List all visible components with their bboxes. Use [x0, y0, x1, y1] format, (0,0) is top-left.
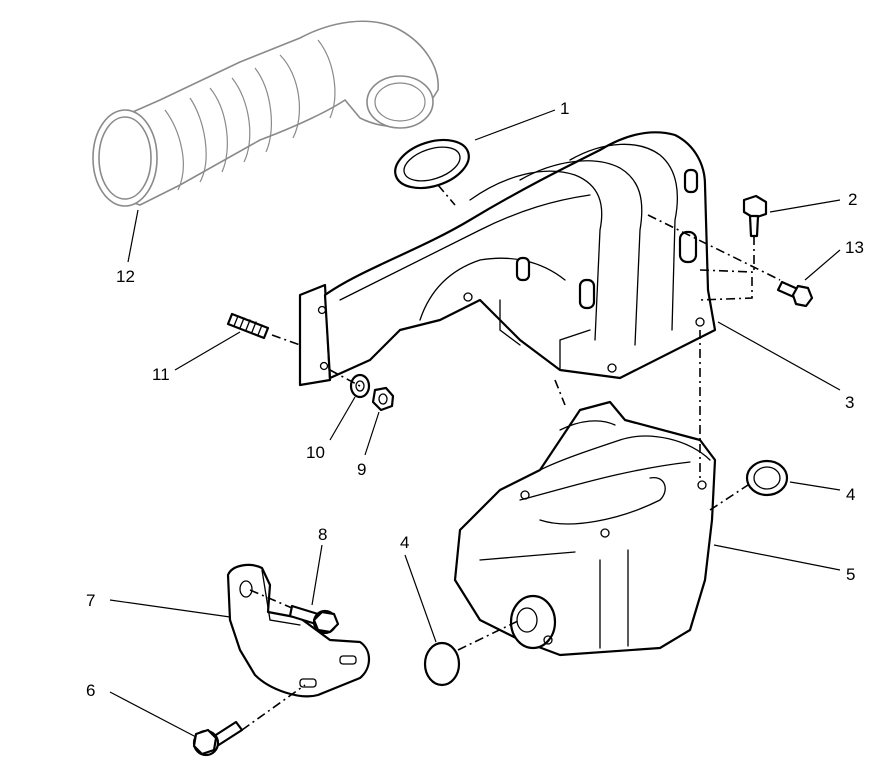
callout-9: 9 — [357, 460, 366, 479]
bolt-8 — [288, 604, 340, 635]
rubber-plug-left — [423, 641, 461, 687]
callout-2: 2 — [848, 190, 857, 209]
o-ring-gasket — [394, 138, 470, 190]
stud — [226, 312, 270, 340]
callout-10: 10 — [306, 443, 325, 462]
callout-1: 1 — [560, 99, 569, 118]
callout-8: 8 — [318, 525, 327, 544]
callout-6: 6 — [86, 681, 95, 700]
callout-13: 13 — [845, 238, 864, 257]
callout-numbers: 1 2 13 3 4 5 4 7 6 8 9 10 11 12 — [86, 99, 864, 700]
air-box — [453, 400, 717, 657]
assembly-center-lines — [241, 184, 781, 731]
bolt-2 — [742, 194, 768, 238]
callout-4-left: 4 — [400, 533, 409, 552]
callout-12: 12 — [116, 267, 135, 286]
callout-3: 3 — [845, 393, 854, 412]
callout-7: 7 — [86, 591, 95, 610]
intake-hose — [92, 20, 439, 207]
nut — [371, 386, 395, 412]
leader-lines — [109, 109, 841, 738]
intake-manifold — [298, 131, 717, 387]
mounting-bracket — [226, 563, 371, 698]
rubber-plug-right — [745, 459, 789, 497]
callout-5: 5 — [846, 565, 855, 584]
callout-11: 11 — [152, 365, 170, 384]
bolt-6 — [192, 720, 244, 757]
callout-4-right: 4 — [846, 485, 855, 504]
bolt-13 — [776, 280, 814, 308]
